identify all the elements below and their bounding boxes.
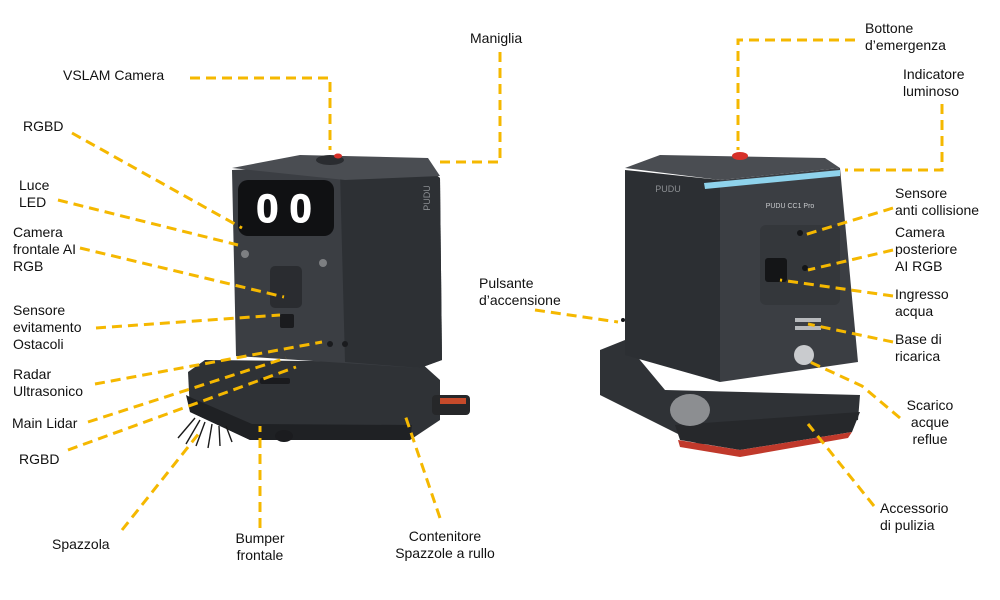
left-lid <box>232 155 440 180</box>
label-vslam-camera: VSLAM Camera <box>63 67 165 83</box>
leader-accessorio <box>806 423 876 507</box>
leader-sensore-evitamento <box>95 313 281 330</box>
label-sensore-evitamento: Sensore evitamento Ostacoli <box>13 302 82 352</box>
leader-bottone <box>736 38 855 150</box>
leader-indicatore <box>845 104 944 172</box>
right-emergency-button <box>732 152 748 160</box>
leader-main-lidar <box>87 356 287 424</box>
leader-vslam <box>190 76 332 150</box>
label-base-ricarica: Base di ricarica <box>895 331 942 364</box>
leader-camera-frontale <box>79 246 285 299</box>
left-obstacle-sensor <box>280 314 294 328</box>
right-light-bar <box>704 170 840 189</box>
right-lid <box>625 155 840 180</box>
label-radar-ultrasonico: Radar Ultrasonico <box>13 366 84 399</box>
right-charge-contact-1 <box>795 318 821 322</box>
label-bumper-frontale: Bumper frontale <box>235 530 285 563</box>
left-caster <box>275 430 293 442</box>
left-roller-accent <box>440 398 466 404</box>
leader-spazzola <box>120 431 202 531</box>
leader-base <box>807 322 894 344</box>
right-model-label: PUDU CC1 Pro <box>766 203 815 210</box>
left-robot: 0 0 PUDU <box>177 153 470 449</box>
right-charge-contact-2 <box>795 326 821 330</box>
label-indicatore-luminoso: Indicatore luminoso <box>903 66 965 99</box>
label-sensore-anti-collisione: Sensore anti collisione <box>895 185 980 218</box>
label-contenitore: Contenitore Spazzole a rullo <box>395 528 495 561</box>
label-spazzola: Spazzola <box>52 536 110 552</box>
right-body-side <box>625 170 720 382</box>
label-camera-frontale: Camera frontale AI RGB <box>13 224 77 274</box>
right-squeegee <box>675 412 860 450</box>
label-rgbd-top: RGBD <box>23 118 64 134</box>
left-bumper <box>186 395 412 440</box>
label-accessorio-pulizia: Accessorio di pulizia <box>880 500 949 533</box>
leader-rgbd-top <box>71 131 243 230</box>
right-robot: PUDU CC1 Pro PUDU <box>600 152 860 457</box>
label-ingresso-acqua: Ingresso acqua <box>895 286 949 319</box>
label-main-lidar: Main Lidar <box>12 415 78 431</box>
leader-lines <box>57 38 944 531</box>
label-luce-led: Luce LED <box>19 177 50 210</box>
left-face-eyes: 0 0 <box>256 187 312 231</box>
label-bottone-emergenza: Bottone d’emergenza <box>865 20 946 53</box>
left-center-module <box>270 266 302 308</box>
right-drain-cap <box>794 345 814 365</box>
leader-luce-led <box>57 198 239 247</box>
left-lidar-slot <box>260 378 290 384</box>
right-squeegee-red <box>678 432 852 457</box>
right-collision-sensor <box>797 230 803 236</box>
left-face-screen <box>238 180 334 236</box>
leader-ingresso <box>779 278 894 298</box>
left-base <box>188 360 440 440</box>
left-ultrasonic-2 <box>342 341 348 347</box>
leader-scarico <box>809 360 901 420</box>
leader-pulsante <box>534 308 619 324</box>
label-scarico-acque: Scarico acque reflue <box>906 397 954 447</box>
right-logo: PUDU <box>655 184 681 194</box>
leader-rgbd-bottom <box>67 365 297 452</box>
right-power-button <box>621 318 625 322</box>
leader-contenitore <box>403 414 442 519</box>
leader-camera-posteriore <box>807 248 894 272</box>
right-roller <box>670 394 710 426</box>
left-ultrasonic-1 <box>327 341 333 347</box>
leader-maniglia <box>440 52 502 164</box>
left-body-side <box>340 162 442 368</box>
leader-radar <box>94 340 323 386</box>
left-camera-lens <box>241 250 249 258</box>
right-water-inlet <box>765 258 787 282</box>
label-pulsante-accensione: Pulsante d’accensione <box>479 275 561 308</box>
label-camera-posteriore: Camera posteriore AI RGB <box>895 224 958 274</box>
left-logo: PUDU <box>422 185 432 211</box>
left-sensor-lens <box>319 259 327 267</box>
label-rgbd-bottom: RGBD <box>19 451 60 467</box>
left-emergency-dot <box>334 153 342 159</box>
right-rear-camera <box>802 265 808 271</box>
left-brush <box>177 417 233 449</box>
label-maniglia: Maniglia <box>470 30 523 46</box>
